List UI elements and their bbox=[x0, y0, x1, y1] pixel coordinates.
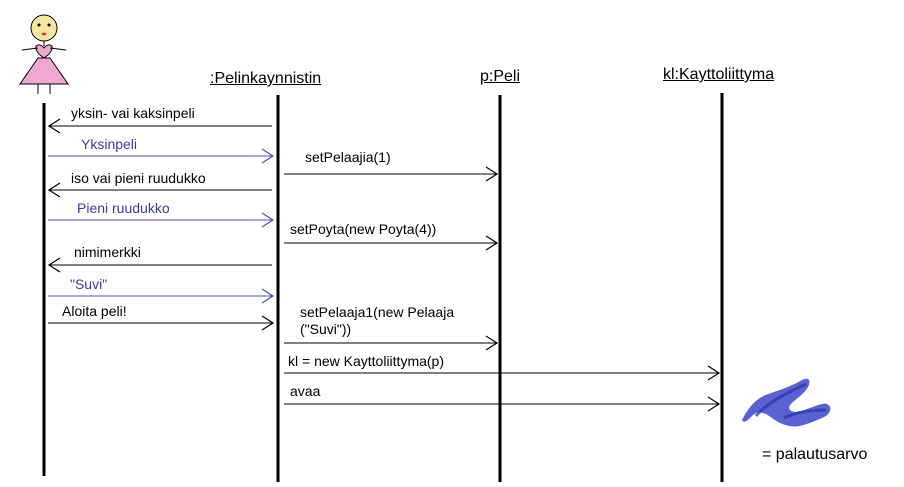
stick-figure-girl-icon bbox=[19, 14, 69, 94]
participant-pelinkaynnistin: :Pelinkaynnistin bbox=[210, 70, 322, 87]
message-label: kl = new Kayttoliittyma(p) bbox=[288, 353, 444, 369]
message-label: yksin- vai kaksinpeli bbox=[71, 105, 195, 121]
message-label: setPoyta(new Poyta(4)) bbox=[290, 221, 437, 237]
legend-label: = palautusarvo bbox=[762, 446, 868, 463]
message-label: Aloita peli! bbox=[62, 303, 127, 319]
message-label: Pieni ruudukko bbox=[77, 200, 170, 216]
message-label: setPelaajia(1) bbox=[305, 149, 391, 165]
participant-kayttoliittyma: kl:Kayttoliittyma bbox=[663, 66, 775, 83]
message-label: avaa bbox=[290, 383, 321, 399]
message-label: "Suvi" bbox=[70, 276, 108, 292]
message-label: Yksinpeli bbox=[81, 136, 138, 152]
participant-peli: p:Peli bbox=[480, 68, 521, 85]
message-label: iso vai pieni ruudukko bbox=[71, 170, 206, 186]
blue-scribble-icon bbox=[742, 378, 831, 427]
message-label: setPelaaja1(new Pelaaja bbox=[300, 304, 455, 320]
message-label: ("Suvi")) bbox=[300, 321, 352, 337]
message-label: nimimerkki bbox=[74, 244, 141, 260]
